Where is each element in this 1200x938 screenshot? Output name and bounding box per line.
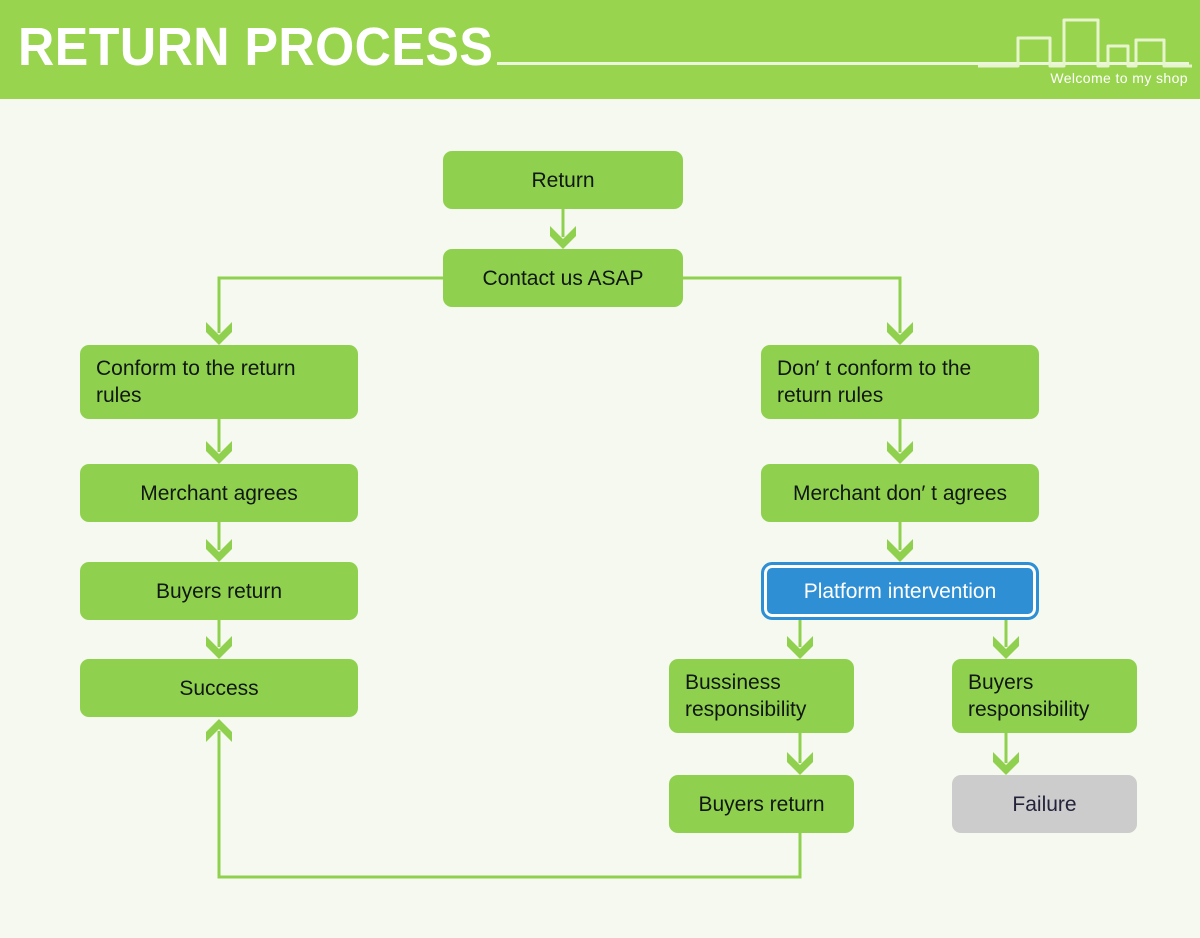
node-return[interactable]: Return <box>443 151 683 209</box>
node-label: Bussiness responsibility <box>685 671 807 721</box>
flowchart-canvas: Return Contact us ASAP Conform to the re… <box>0 99 1200 938</box>
node-merchant-dont-agrees[interactable]: Merchant don′ t agrees <box>761 464 1039 522</box>
node-label: Don′ t conform to the return rules <box>777 357 972 407</box>
node-buyers-return-right[interactable]: Buyers return <box>669 775 854 833</box>
node-label: Buyers responsibility <box>968 671 1090 721</box>
node-bussiness-responsibility[interactable]: Bussiness responsibility <box>669 659 854 733</box>
flow-connectors <box>206 209 1019 879</box>
header-band: RETURN PROCESS Welcome to my shop <box>0 0 1200 99</box>
node-label: Buyers return <box>698 792 825 816</box>
node-label: Merchant don′ t agrees <box>792 481 1008 505</box>
node-dont-conform-to-return-rules[interactable]: Don′ t conform to the return rules <box>761 345 1039 419</box>
node-buyers-responsibility[interactable]: Buyers responsibility <box>952 659 1137 733</box>
node-label: Contact us ASAP <box>482 266 644 290</box>
node-merchant-agrees[interactable]: Merchant agrees <box>80 464 358 522</box>
header-divider-rule <box>497 62 1189 65</box>
node-label: Platform intervention <box>803 579 997 603</box>
node-label: Success <box>179 676 259 700</box>
node-label: Return <box>531 168 595 192</box>
node-failure[interactable]: Failure <box>952 775 1137 833</box>
page-title: RETURN PROCESS <box>18 17 494 77</box>
node-success[interactable]: Success <box>80 659 358 717</box>
node-label: Merchant agrees <box>140 481 298 505</box>
skyline-buildings-icon <box>978 18 1192 68</box>
node-label: Conform to the return rules <box>96 357 296 407</box>
node-contact-us-asap[interactable]: Contact us ASAP <box>443 249 683 307</box>
node-label: Failure <box>1012 792 1077 816</box>
header-tagline: Welcome to my shop <box>1050 70 1188 86</box>
node-label: Buyers return <box>155 579 283 603</box>
node-platform-intervention[interactable]: Platform intervention <box>761 562 1039 620</box>
node-conform-to-return-rules[interactable]: Conform to the return rules <box>80 345 358 419</box>
node-buyers-return-left[interactable]: Buyers return <box>80 562 358 620</box>
